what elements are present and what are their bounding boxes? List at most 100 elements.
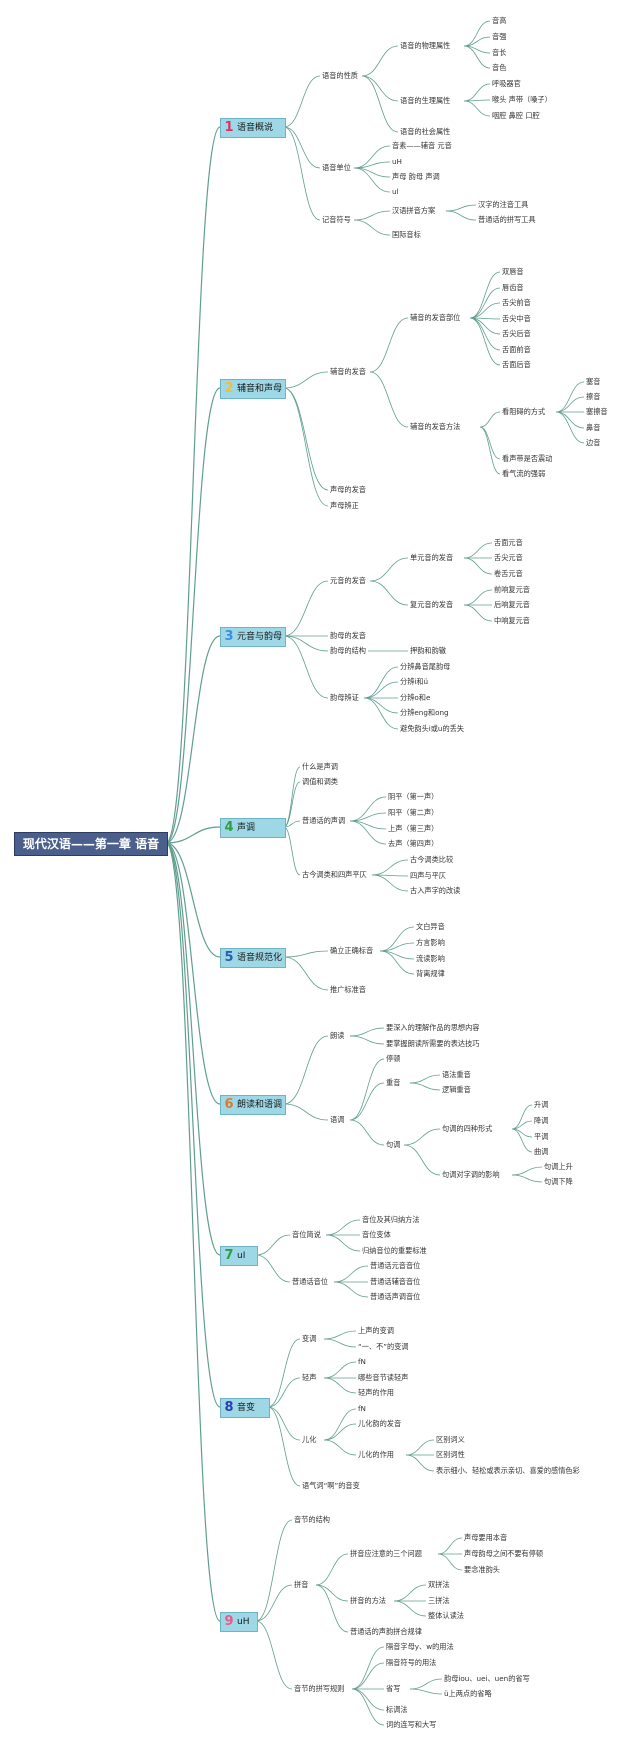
topic-node[interactable]: 韵母的发音: [330, 631, 366, 640]
topic-node[interactable]: 分辨o和e: [400, 693, 431, 702]
topic-node[interactable]: 升调: [534, 1100, 549, 1109]
topic-node[interactable]: 音节的拼写规则: [294, 1684, 345, 1693]
topic-node[interactable]: 重音: [386, 1078, 401, 1087]
topic-node[interactable]: 舌面前音: [502, 345, 531, 354]
topic-node[interactable]: 调值和调类: [302, 777, 338, 786]
topic-node[interactable]: 双拼法: [428, 1580, 450, 1589]
topic-node[interactable]: 平调: [534, 1132, 549, 1141]
topic-node[interactable]: “一、不”的变调: [358, 1342, 409, 1351]
topic-node[interactable]: 分辨i和ü: [400, 677, 429, 686]
topic-node[interactable]: 整体认读法: [428, 1611, 464, 1620]
topic-node[interactable]: 语音单位: [322, 163, 351, 172]
topic-node[interactable]: 表示细小、轻松或表示亲切、喜爱的感情色彩: [436, 1466, 580, 1475]
topic-node[interactable]: 背离规律: [416, 969, 445, 978]
topic-node[interactable]: 记音符号: [322, 215, 351, 224]
topic-node[interactable]: 普通话声调音位: [370, 1292, 421, 1301]
topic-node[interactable]: 音高: [492, 16, 507, 25]
topic-node[interactable]: 音强: [492, 32, 507, 41]
topic-node[interactable]: 舌尖后音: [502, 329, 531, 338]
topic-node[interactable]: 区别词义: [436, 1435, 465, 1444]
topic-node[interactable]: 要念准韵头: [464, 1565, 500, 1574]
topic-node[interactable]: 后响复元音: [494, 600, 530, 609]
topic-node[interactable]: 区别词性: [436, 1450, 465, 1459]
topic-node[interactable]: 单元音的发音: [410, 553, 454, 562]
topic-node[interactable]: 音位变体: [362, 1230, 391, 1239]
topic-node[interactable]: 轻声的作用: [358, 1388, 394, 1397]
topic-node[interactable]: 汉语拼音方案: [392, 206, 436, 215]
topic-node[interactable]: 元音的发音: [330, 576, 366, 585]
topic-node[interactable]: 三拼法: [428, 1596, 450, 1605]
topic-node[interactable]: 要掌握朗读所需要的表达技巧: [386, 1039, 480, 1048]
topic-node[interactable]: 辅音的发音方法: [410, 422, 461, 431]
topic-node[interactable]: 去声（第四声）: [388, 839, 439, 848]
topic-node[interactable]: 古今调类比较: [410, 855, 454, 864]
topic-node[interactable]: 塞擦音: [586, 407, 608, 416]
topic-node[interactable]: 轻声: [302, 1373, 317, 1382]
topic-node[interactable]: 看阻碍的方式: [502, 407, 546, 416]
topic-node[interactable]: 音色: [492, 63, 507, 72]
topic-node[interactable]: 声母辨正: [330, 501, 359, 510]
topic-node[interactable]: 复元音的发音: [410, 600, 454, 609]
topic-node[interactable]: 辅音的发音: [330, 367, 366, 376]
topic-node[interactable]: 音长: [492, 48, 507, 57]
topic-node[interactable]: 降调: [534, 1116, 549, 1125]
topic-node[interactable]: 塞音: [586, 377, 601, 386]
topic-node[interactable]: fN: [358, 1357, 366, 1366]
topic-node[interactable]: 分辨eng和ong: [400, 708, 449, 717]
topic-node[interactable]: 句调上升: [544, 1162, 573, 1171]
topic-node[interactable]: 词的连写和大写: [386, 1720, 437, 1729]
topic-node[interactable]: 曲调: [534, 1147, 549, 1156]
topic-node[interactable]: 什么是声调: [302, 762, 338, 771]
topic-node[interactable]: 隔音字母y、w的用法: [386, 1642, 454, 1651]
topic-node[interactable]: 文白异音: [416, 922, 445, 931]
topic-node[interactable]: 阴平（第一声）: [388, 792, 439, 801]
topic-node[interactable]: 普通话元音音位: [370, 1261, 421, 1270]
topic-node[interactable]: 上声（第三声）: [388, 824, 439, 833]
root-topic[interactable]: 现代汉语——第一章 语音: [14, 832, 168, 856]
topic-node[interactable]: 声母的发音: [330, 485, 366, 494]
topic-node[interactable]: 古入声字的改读: [410, 886, 461, 895]
topic-node[interactable]: 韵母辨证: [330, 693, 359, 702]
topic-node[interactable]: 舌尖前音: [502, 298, 531, 307]
topic-node[interactable]: 普通话的声调: [302, 816, 346, 825]
topic-node[interactable]: 边音: [586, 438, 601, 447]
topic-node[interactable]: 阳平（第二声）: [388, 808, 439, 817]
topic-node[interactable]: 语音的社会属性: [400, 127, 451, 136]
topic-node[interactable]: 看气流的强弱: [502, 469, 546, 478]
topic-node[interactable]: 普通话音位: [292, 1277, 328, 1286]
topic-node[interactable]: 推广标准音: [330, 985, 366, 994]
topic-node[interactable]: 咽腔 鼻腔 口腔: [492, 111, 540, 120]
topic-node[interactable]: 声母 韵母 声调: [392, 172, 440, 181]
topic-node[interactable]: 鼻音: [586, 423, 601, 432]
topic-node[interactable]: 舌尖元音: [494, 553, 523, 562]
topic-node[interactable]: uH: [392, 157, 402, 166]
topic-node[interactable]: 国际音标: [392, 230, 421, 239]
topic-node[interactable]: 语音的生理属性: [400, 96, 451, 105]
topic-node[interactable]: 隔音符号的用法: [386, 1658, 437, 1667]
topic-node[interactable]: 四声与平仄: [410, 871, 446, 880]
topic-node[interactable]: 句调: [386, 1140, 401, 1149]
topic-node[interactable]: 双唇音: [502, 267, 524, 276]
topic-node[interactable]: 呼吸器官: [492, 79, 521, 88]
topic-node[interactable]: 看声带是否震动: [502, 454, 553, 463]
topic-node[interactable]: 要深入的理解作品的思想内容: [386, 1023, 480, 1032]
topic-node[interactable]: 语法重音: [442, 1070, 471, 1079]
topic-node[interactable]: 拼音: [294, 1580, 309, 1589]
topic-node[interactable]: 哪些音节读轻声: [358, 1373, 409, 1382]
topic-node[interactable]: 儿化韵的发音: [358, 1419, 402, 1428]
topic-node[interactable]: 擦音: [586, 392, 601, 401]
topic-node[interactable]: fN: [358, 1404, 366, 1413]
topic-node[interactable]: 舌面元音: [494, 538, 523, 547]
topic-node[interactable]: 舌尖中音: [502, 314, 531, 323]
topic-node[interactable]: 分辨鼻音尾韵母: [400, 662, 451, 671]
topic-node[interactable]: 韵母的结构: [330, 646, 366, 655]
topic-node[interactable]: 确立正确标音: [330, 946, 374, 955]
topic-node[interactable]: 声母要用本音: [464, 1533, 508, 1542]
topic-node[interactable]: 舌面后音: [502, 360, 531, 369]
topic-node[interactable]: 儿化的作用: [358, 1450, 394, 1459]
